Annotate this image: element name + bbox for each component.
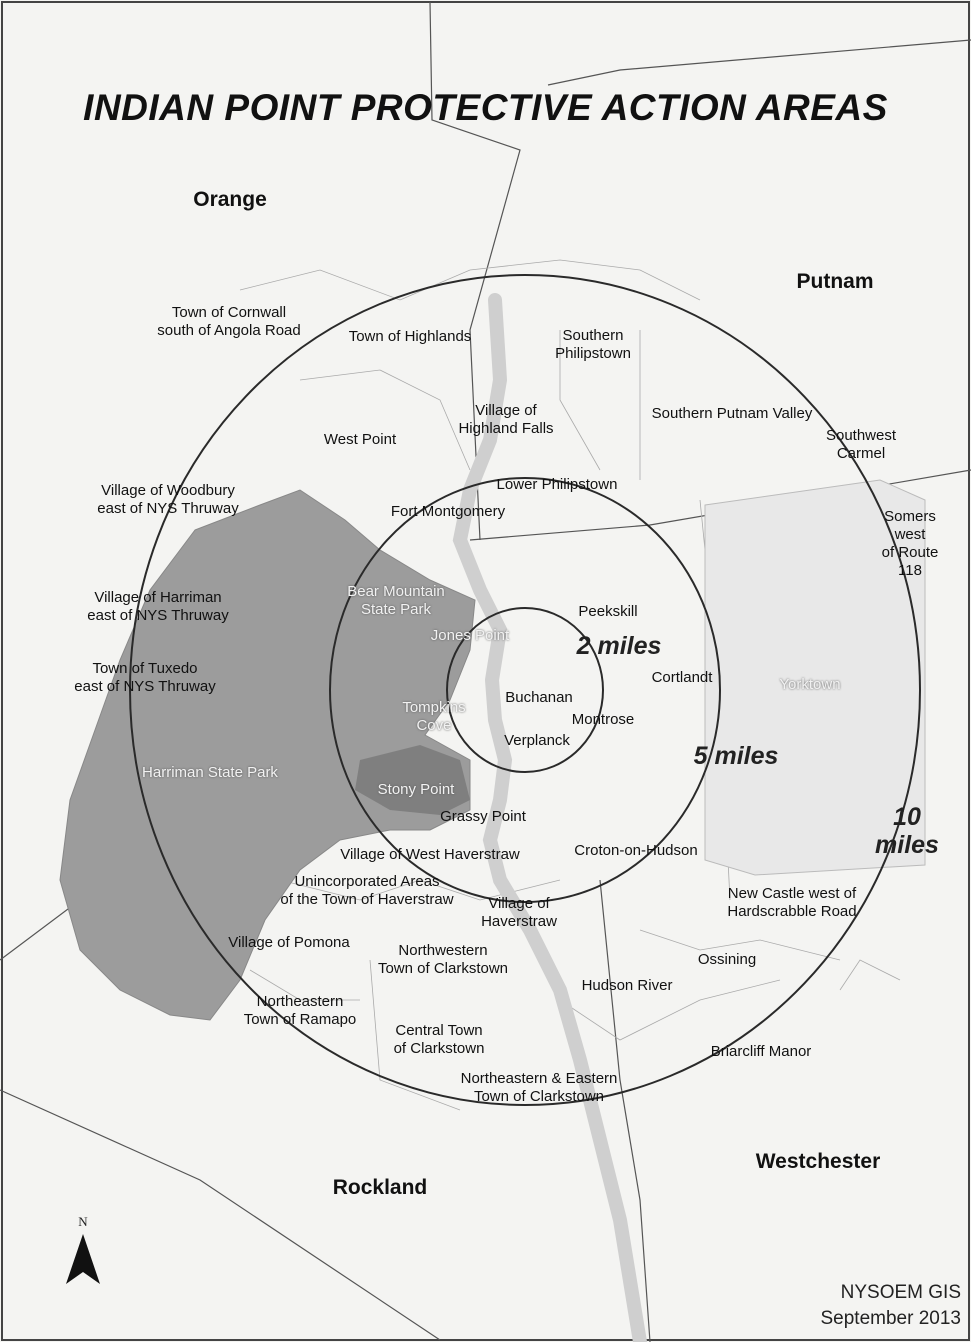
park-label-4: Stony Point xyxy=(377,781,455,798)
park-label-5: Yorktown xyxy=(779,676,841,693)
area-label-25: Northwestern Town of Clarkstown xyxy=(377,942,509,977)
ring-10-mile xyxy=(129,274,921,1106)
area-label-5: Southern Putnam Valley xyxy=(651,405,813,422)
yorktown-area xyxy=(704,479,926,876)
park-label-3: Harriman State Park xyxy=(142,764,278,781)
park-label-0: Bear Mountain State Park xyxy=(347,583,445,618)
harriman-state-park xyxy=(59,489,476,1021)
area-label-23: New Castle west of Hardscrabble Road xyxy=(727,885,857,920)
area-label-26: Ossining xyxy=(697,951,757,968)
area-label-22: Village of Haverstraw xyxy=(481,895,557,930)
area-label-12: Peekskill xyxy=(578,603,638,620)
hudson-river xyxy=(452,293,647,1342)
north-arrow-icon: N xyxy=(66,1214,100,1284)
area-label-13: Town of Tuxedo east of NYS Thruway xyxy=(74,660,216,695)
area-label-3: West Point xyxy=(323,431,397,448)
area-label-21: Unincorporated Areas of the Town of Have… xyxy=(280,873,454,908)
area-label-2: Southern Philipstown xyxy=(555,327,631,362)
credit-date: September 2013 xyxy=(820,1308,962,1329)
credit-org: NYSOEM GIS xyxy=(840,1282,961,1303)
county-boundary-putnam-north xyxy=(547,39,971,86)
ring-label-2: 10 miles xyxy=(875,803,939,859)
area-label-10: Somers west of Route 118 xyxy=(881,508,939,579)
area-label-0: Town of Cornwall south of Angola Road xyxy=(157,304,301,339)
area-label-9: Village of Woodbury east of NYS Thruway xyxy=(97,482,239,517)
area-label-8: Fort Montgomery xyxy=(390,503,506,520)
stony-point-area xyxy=(355,745,470,815)
area-label-31: Northeastern & Eastern Town of Clarkstow… xyxy=(460,1070,618,1105)
area-label-1: Town of Highlands xyxy=(348,328,472,345)
county-label-1: Putnam xyxy=(796,270,874,293)
area-label-14: Cortlandt xyxy=(651,669,713,686)
ring-label-1: 5 miles xyxy=(693,742,779,770)
area-label-11: Village of Harriman east of NYS Thruway xyxy=(87,589,229,624)
area-label-17: Verplanck xyxy=(504,732,570,749)
north-label: N xyxy=(78,1214,88,1229)
area-label-18: Grassy Point xyxy=(440,808,526,825)
county-boundary-orange-putnam xyxy=(429,1,521,541)
county-label-3: Westchester xyxy=(755,1150,881,1173)
area-label-7: Lower Philipstown xyxy=(496,476,618,493)
county-label-2: Rockland xyxy=(332,1176,428,1199)
county-label-0: Orange xyxy=(193,188,267,211)
area-label-6: Southwest Carmel xyxy=(825,427,897,462)
map-credit: NYSOEM GIS September 2013 xyxy=(821,1280,962,1332)
area-label-29: Central Town of Clarkstown xyxy=(393,1022,485,1057)
area-label-27: Hudson River xyxy=(581,977,673,994)
park-label-2: Tompkins Cove xyxy=(402,699,466,734)
area-label-20: Croton-on-Hudson xyxy=(574,842,698,859)
county-boundary-rockland-south xyxy=(0,1089,441,1341)
area-label-28: Northeastern Town of Ramapo xyxy=(243,993,357,1028)
area-label-15: Buchanan xyxy=(505,689,573,706)
area-label-24: Village of Pomona xyxy=(228,934,350,951)
county-boundary-westchester-south xyxy=(599,879,651,1342)
park-label-1: Jones Point xyxy=(430,627,510,644)
ring-5-mile xyxy=(329,477,721,903)
ring-2-mile xyxy=(446,607,604,773)
area-label-30: Briarcliff Manor xyxy=(710,1043,812,1060)
area-label-16: Montrose xyxy=(571,711,635,728)
area-label-19: Village of West Haverstraw xyxy=(340,846,520,863)
area-label-4: Village of Highland Falls xyxy=(458,402,554,437)
ring-label-0: 2 miles xyxy=(576,632,662,660)
map-title: INDIAN POINT PROTECTIVE ACTION AREAS xyxy=(83,87,888,128)
